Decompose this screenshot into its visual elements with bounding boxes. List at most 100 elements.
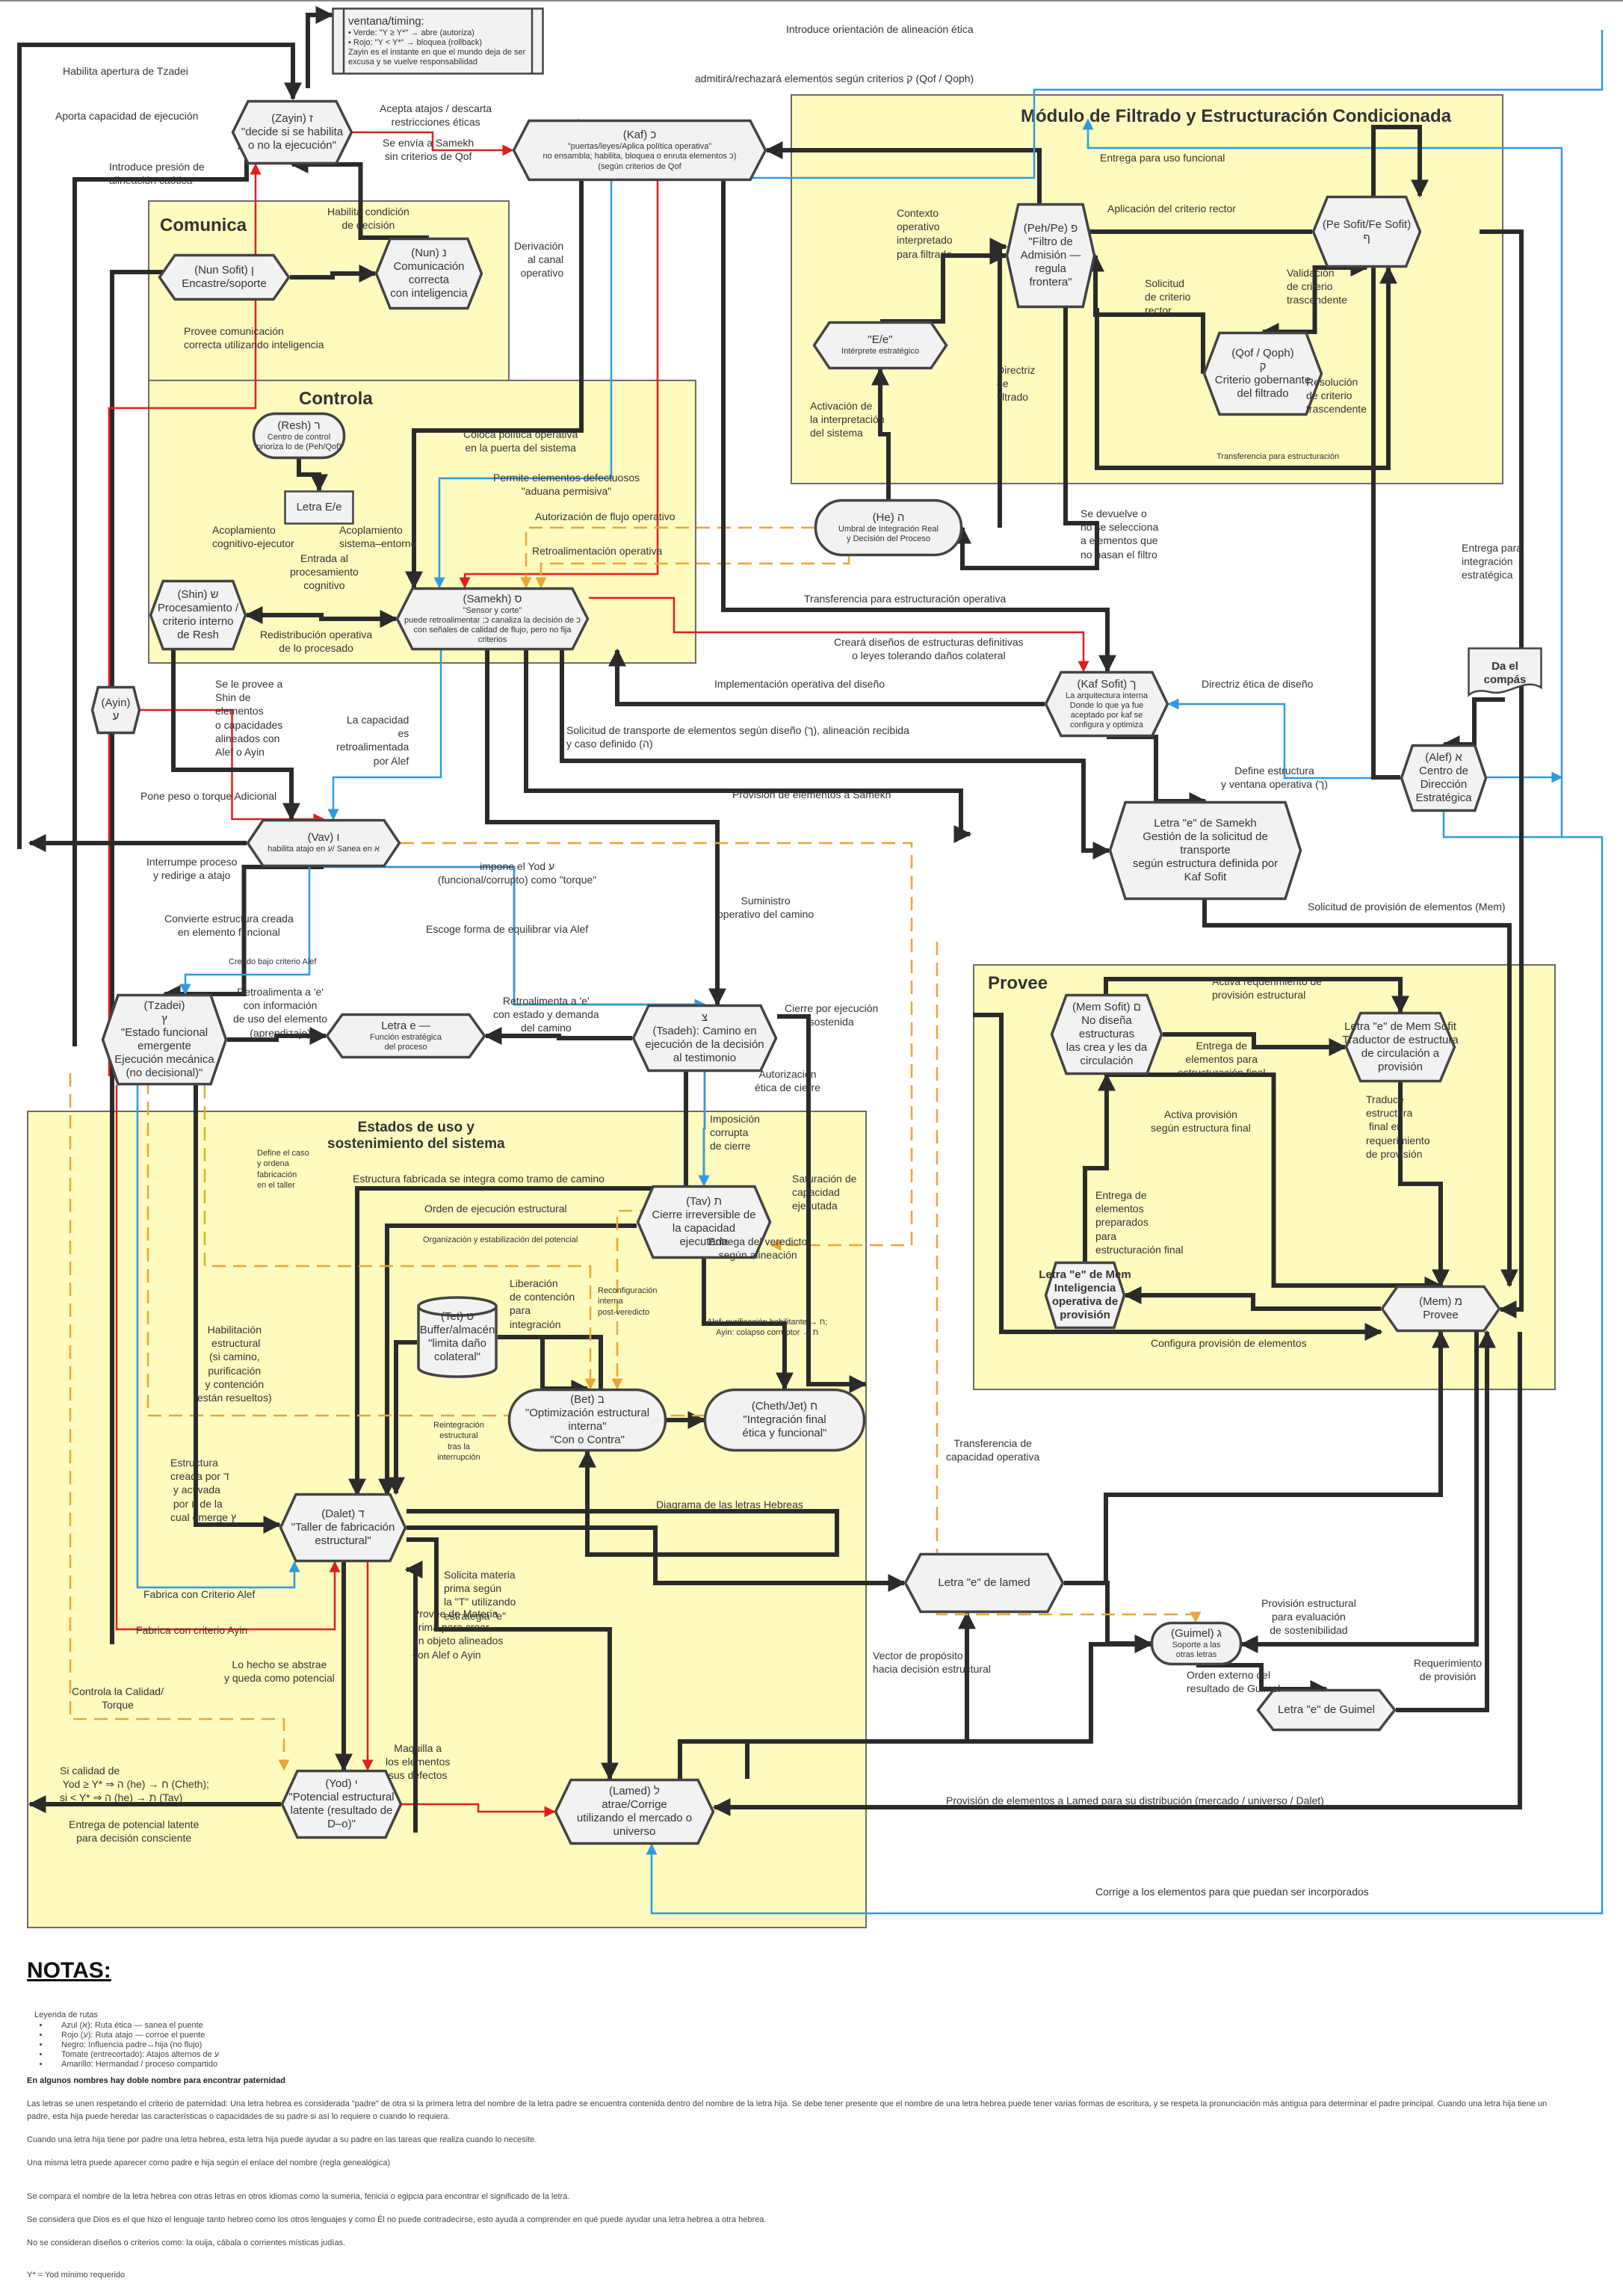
edge-label: Configura provisión de elementos — [1151, 1337, 1307, 1349]
node-text: Buffer/almacén — [419, 1324, 495, 1336]
legend-item-yellow: Amarillo: Hermandad / proceso compartido — [49, 2060, 1596, 2069]
node-text: otras letras — [1175, 1650, 1217, 1659]
node-letraGuimel[interactable]: Letra "e" de Guimel — [1256, 1688, 1397, 1732]
edge-label: Pone peso o torque Adicional — [140, 790, 277, 802]
node-text: Intérprete estratégico — [841, 347, 919, 357]
edge-label: Habilita apertura de Tzadei — [63, 65, 188, 77]
group-title-controla: Controla — [299, 389, 373, 409]
edge-label: Retroalimenta a 'e' con estado y demanda… — [493, 995, 599, 1034]
node-title: (Peh/Pe) פ — [1023, 222, 1078, 235]
node-text: estructural" — [315, 1534, 371, 1547]
edge-label: Cierre por ejecución sostenida — [785, 1002, 879, 1028]
edge-label: Provee de Materia prima para crear un ob… — [412, 1608, 504, 1661]
node-text: al testimonio — [673, 1052, 737, 1064]
node-text: configura y optimiza — [1070, 720, 1143, 730]
notes-heading: NOTAS: — [27, 1958, 111, 1983]
edge-label: Habilitación estructural (si camino, pur… — [197, 1324, 272, 1404]
edge-label: Interrumpe proceso y redirige a atajo — [146, 856, 238, 882]
node-title: (Tzadei) — [143, 999, 185, 1012]
node-text: con inteligencia — [390, 287, 468, 300]
edge-label: Implementación operativa del diseño — [714, 678, 885, 690]
node-text: con señales de calidad de flujo, pero no… — [413, 626, 572, 635]
node-text: ejecución de la decisión — [645, 1038, 764, 1051]
edge-label: Orden de ejecución estructural — [424, 1203, 567, 1215]
edge-label: Retroalimenta a 'e' con información de u… — [233, 986, 328, 1039]
node-letraLamed[interactable]: Letra "e" de lamed — [903, 1552, 1065, 1614]
edge-label: Provee comunicación correcta utilizando … — [184, 325, 324, 351]
node-text: "Potencial estructural — [288, 1791, 395, 1803]
node-text: utilizando el mercado o — [576, 1812, 693, 1824]
node-ayin[interactable]: (Ayin)ע — [90, 685, 141, 735]
node-pesofit[interactable]: (Pe Sofit/Fe Sofit)ף — [1311, 195, 1422, 268]
node-text: de Resh — [177, 629, 219, 641]
node-text: o no la ejecución" — [248, 139, 336, 152]
node-kaf[interactable]: (Kaf) כ"puertas/leyes/Aplica política op… — [512, 119, 767, 182]
node-title: (Resh) ר — [277, 419, 321, 432]
node-title: Letra "e" de Mem — [1039, 1268, 1131, 1281]
node-title: (Dalet) ד — [321, 1507, 365, 1520]
edge-label: Acoplamiento sistema–entorno — [339, 524, 417, 550]
node-text: la capacidad — [672, 1222, 736, 1235]
node-text: "limita daño — [428, 1337, 486, 1350]
node-text: criterios — [477, 635, 507, 645]
node-title: צ — [701, 1011, 708, 1024]
edge-label: Requerimiento de provisión — [1414, 1657, 1483, 1683]
edge-label: Creado bajo criterio Alef — [229, 957, 317, 966]
node-text: transporte — [1180, 844, 1231, 857]
node-title: (Alef) א — [1425, 751, 1462, 764]
edge-label: Reconfiguración interna post-veredicto — [598, 1286, 658, 1317]
node-title: (Bet) ב — [570, 1393, 605, 1406]
edge-label: Creará diseños de estructuras definitiva… — [834, 636, 1024, 662]
node-letraEe[interactable]: Letra E/e — [284, 490, 354, 525]
node-text: Centro de — [1419, 765, 1468, 777]
node-text: Traductor de estructura — [1342, 1034, 1459, 1046]
node-text: emergente — [137, 1040, 191, 1052]
edge-label: Resolución de criterio trascendente — [1306, 376, 1367, 416]
node-text: • Rojo: "Y < Y*" → bloquea (rollback) — [348, 37, 483, 47]
edge-label: Activación de la interpretación del sist… — [810, 400, 885, 439]
edge-label: Se devuelve o no se selecciona a element… — [1081, 507, 1159, 561]
node-samekh[interactable]: (Samekh) ס"Sensor y corte"puede retroali… — [395, 587, 590, 651]
edge-label: Fabrica con Criterio Alef — [143, 1588, 256, 1600]
node-shape — [280, 1769, 403, 1839]
node-text: las crea y les da — [1066, 1041, 1148, 1054]
node-title: (Nun Sofit) ן — [194, 264, 254, 277]
node-ee[interactable]: "E/e"Intérprete estratégico — [812, 321, 948, 370]
edge-label: Controla la Calidad/ Torque — [72, 1685, 164, 1712]
node-timing[interactable]: ventana/timing:• Verde: "Y ≥ Y*" → abre … — [332, 7, 544, 75]
node-text: atrae/Corrige — [602, 1798, 667, 1811]
node-title: (Cheth/Jet) ח — [751, 1400, 818, 1413]
legend-item-tomato: Tomate (entrecortado): Atajos alternos d… — [49, 2050, 1596, 2059]
edge-label: Transferencia para estructuración operat… — [804, 593, 1007, 605]
edge-label: Solicitud de provisión de elementos (Mem… — [1308, 901, 1506, 913]
node-title: (Shin) ש — [177, 588, 219, 601]
edge-label: Suministro operativo del camino — [717, 895, 814, 921]
